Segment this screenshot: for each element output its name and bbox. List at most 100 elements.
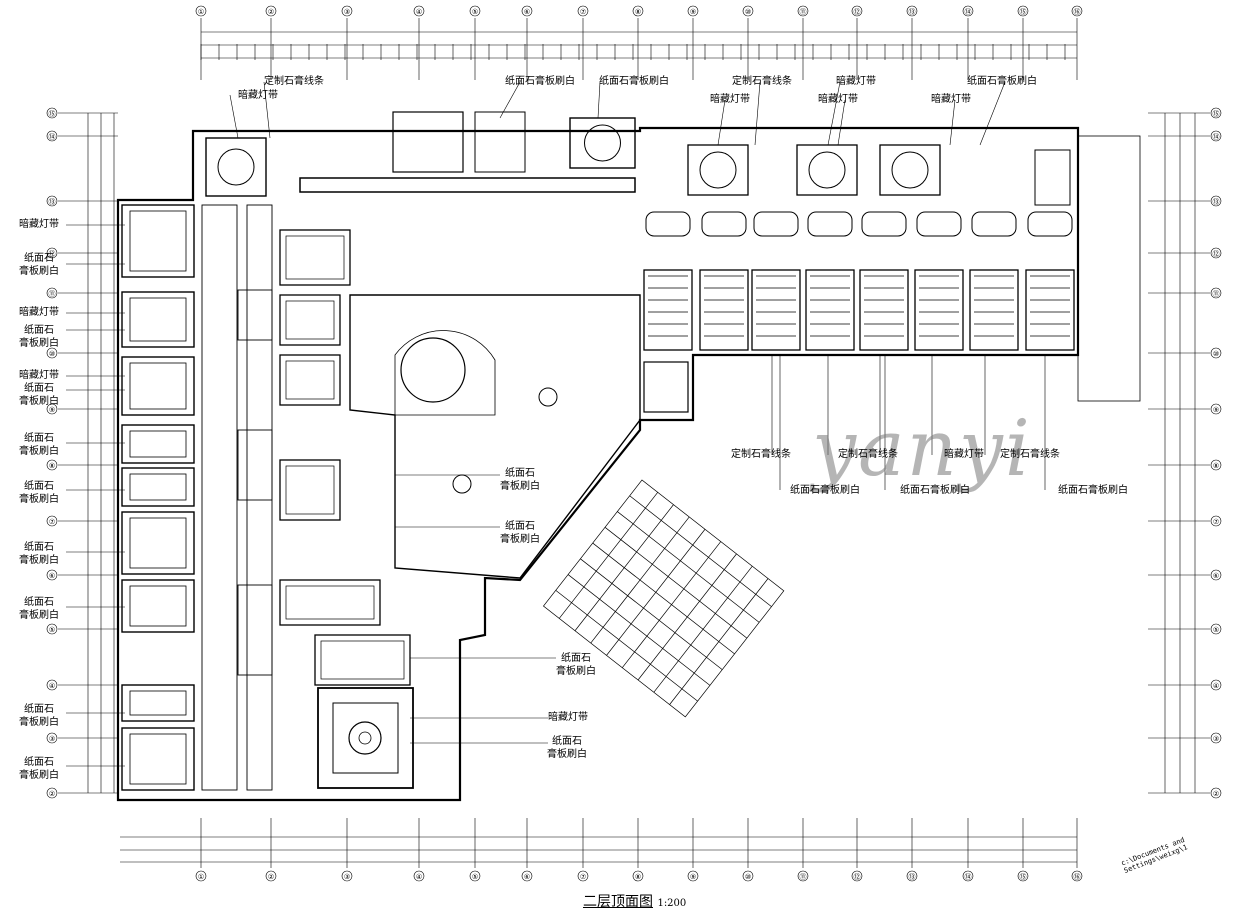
grid-bubble-label: ⑪ — [49, 290, 56, 298]
label-gypsum-board: 纸面石膏板刷白 — [967, 76, 1037, 87]
grid-bubble — [341, 5, 353, 17]
grid-bubble — [265, 870, 277, 882]
label-hidden-light-strip: 暗藏灯带 — [19, 370, 59, 381]
grid-bubble — [1210, 107, 1222, 119]
label-hidden-light-strip: 暗藏灯带 — [931, 94, 971, 105]
label-hidden-light-strip: 暗藏灯带 — [818, 94, 858, 105]
corridor-ceiling — [237, 289, 273, 341]
grid-bubble-label: ⑦ — [49, 518, 55, 526]
ceiling-inner-frame — [129, 473, 187, 501]
grid-bubble-label: ⑧ — [635, 8, 641, 16]
grid-bubble — [46, 107, 58, 119]
label-gypsum-board: 纸面石膏板刷白 — [19, 704, 59, 728]
grid-bubble-label: ⑬ — [909, 873, 916, 881]
ceiling-inner-frame — [129, 585, 187, 627]
grid-bubble-label: ⑦ — [1213, 518, 1219, 526]
wing-ceiling-room — [643, 361, 689, 413]
grid-bubble — [962, 5, 974, 17]
canopy-transom — [637, 553, 737, 681]
canopy-mullion — [629, 495, 772, 607]
grid-bubble-label: ⑥ — [524, 873, 530, 881]
grid-bubble — [797, 5, 809, 17]
grid-bubble — [1210, 247, 1222, 259]
grid-bubble — [469, 870, 481, 882]
canopy-mullion — [580, 558, 723, 670]
grid-bubble-label: ⑭ — [49, 133, 56, 141]
grid-bubble-label: ⑧ — [49, 462, 55, 470]
grid-bubble — [1210, 787, 1222, 799]
grid-bubble-label: ⑪ — [800, 8, 807, 16]
ceiling-inner-frame — [129, 733, 187, 785]
grid-bubble-label: ⑭ — [965, 873, 972, 881]
label-gypsum-board: 纸面石膏板刷白 — [19, 597, 59, 621]
grid-bubble — [851, 870, 863, 882]
grid-bubble-label: ⑧ — [1213, 462, 1219, 470]
grid-bubble-label: ⑧ — [635, 873, 641, 881]
vanity-ceiling — [971, 211, 1017, 237]
canopy-transom — [669, 578, 769, 705]
feature-ceiling-inner — [332, 702, 399, 774]
grid-bubble-label: ① — [198, 873, 204, 881]
leader-line — [827, 81, 841, 146]
chandelier-point — [538, 387, 558, 407]
ceiling-inner-frame — [129, 430, 187, 458]
label-gypsum-board: 纸面石膏板刷白 — [505, 76, 575, 87]
leader-line — [754, 81, 761, 146]
ceiling-room — [569, 117, 636, 169]
grid-bubble — [1071, 5, 1083, 17]
label-gypsum-board: 纸面石膏板刷白 — [19, 325, 59, 349]
grid-bubble — [521, 870, 533, 882]
label-gypsum-board: 纸面石膏板刷白 — [19, 253, 59, 277]
ceiling-inner-frame — [285, 585, 375, 620]
wing-ceiling-room — [1025, 269, 1075, 351]
grid-bubble-label: ② — [268, 8, 274, 16]
grid-bubble-label: ⑭ — [965, 8, 972, 16]
grid-bubble-label: ③ — [49, 735, 55, 743]
grid-bubble-label: ⑬ — [49, 198, 56, 206]
grid-bubble — [46, 247, 58, 259]
ceiling-room — [121, 579, 195, 633]
grid-bubble-label: ⑩ — [745, 873, 751, 881]
grid-bubble-label: ⑤ — [1213, 626, 1219, 634]
ceiling-room — [121, 204, 195, 278]
grid-bubble-label: ⑬ — [909, 8, 916, 16]
grid-bubble — [46, 130, 58, 142]
label-custom-plaster-line: 定制石膏线条 — [731, 449, 791, 460]
grid-bubble-label: ⑤ — [472, 873, 478, 881]
ceiling-room — [279, 579, 381, 626]
grid-bubble — [687, 870, 699, 882]
leader-line — [717, 99, 726, 146]
grid-bubble-label: ⑩ — [1213, 350, 1219, 358]
ceiling-room — [279, 229, 351, 286]
floor-plan-outline — [116, 111, 1141, 802]
grid-bubble-label: ⑥ — [524, 8, 530, 16]
canopy-transom — [653, 565, 753, 693]
ceiling-room — [314, 634, 411, 686]
grid-bubble — [413, 5, 425, 17]
canopy-transom — [606, 529, 706, 656]
grid-bubble — [577, 870, 589, 882]
label-hidden-light-strip: 暗藏灯带 — [944, 449, 984, 460]
grid-bubble — [195, 870, 207, 882]
grid-bubble — [962, 870, 974, 882]
grid-bubble — [1071, 870, 1083, 882]
ceiling-room — [121, 511, 195, 575]
grid-bubble — [1210, 569, 1222, 581]
ceiling-room — [121, 684, 195, 722]
label-gypsum-board: 纸面石膏板刷白 — [19, 542, 59, 566]
grid-bubble — [521, 5, 533, 17]
atrium-dome-surround — [394, 330, 496, 416]
building-outline — [116, 126, 1080, 802]
grid-bubble-label: ⑦ — [580, 8, 586, 16]
canopy-transom — [574, 504, 674, 631]
wing-ceiling-room — [699, 269, 749, 351]
grid-bubble — [906, 870, 918, 882]
grid-bubble-label: ② — [268, 873, 274, 881]
ceiling-inner-frame — [129, 210, 187, 272]
canopy-mullion — [604, 527, 748, 639]
ceiling-inner-frame — [285, 235, 345, 280]
grid-bubble — [46, 195, 58, 207]
lattice-pattern — [864, 275, 904, 337]
grid-bubble-label: ④ — [416, 8, 422, 16]
canopy-mullion — [567, 574, 711, 686]
